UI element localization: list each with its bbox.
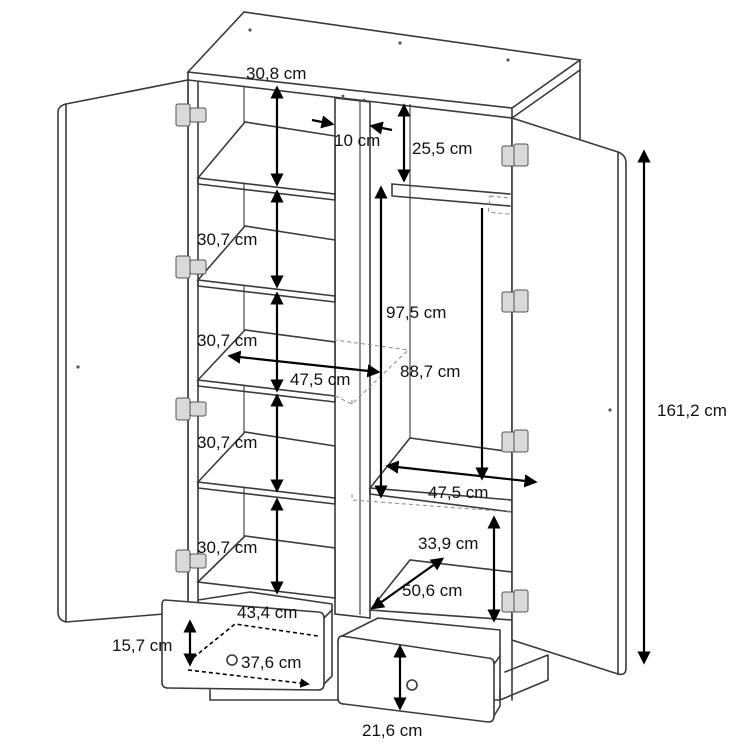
label-shelf-depth-left: 47,5 cm bbox=[290, 370, 350, 389]
label-drawer-height: 15,7 cm bbox=[112, 636, 172, 655]
label-rail-height: 88,7 cm bbox=[400, 362, 460, 381]
label-shelf-1: 30,7 cm bbox=[197, 230, 257, 249]
label-drawer-depth: 37,6 cm bbox=[241, 653, 301, 672]
left-drawer bbox=[161, 591, 333, 691]
label-right-top-gap: 25,5 cm bbox=[412, 139, 472, 158]
label-shelf-3: 30,7 cm bbox=[197, 433, 257, 452]
central-divider bbox=[334, 94, 371, 619]
hinges-left bbox=[175, 103, 207, 573]
label-top-width: 30,8 cm bbox=[246, 64, 306, 83]
label-shelf-depth-right: 47,5 cm bbox=[428, 483, 488, 502]
dimension-labels: 30,8 cm 10 cm 25,5 cm 30,7 cm 30,7 cm 30… bbox=[112, 64, 727, 740]
label-divider-width: 10 cm bbox=[334, 131, 380, 150]
label-drawer-width: 43,4 cm bbox=[237, 603, 297, 622]
label-bottom-right-depth: 50,6 cm bbox=[402, 581, 462, 600]
label-total-height: 161,2 cm bbox=[657, 401, 727, 420]
right-drawer bbox=[337, 617, 501, 723]
hinges-right bbox=[501, 143, 529, 613]
right-door bbox=[511, 116, 627, 676]
label-shelf-4: 30,7 cm bbox=[197, 538, 257, 557]
label-front-drawer-height: 21,6 cm bbox=[362, 721, 422, 740]
left-door bbox=[57, 79, 189, 623]
label-hanging-height: 97,5 cm bbox=[386, 303, 446, 322]
dimension-arrows bbox=[183, 85, 651, 711]
label-shelf-2: 30,7 cm bbox=[197, 331, 257, 350]
label-bottom-right-height: 33,9 cm bbox=[418, 534, 478, 553]
